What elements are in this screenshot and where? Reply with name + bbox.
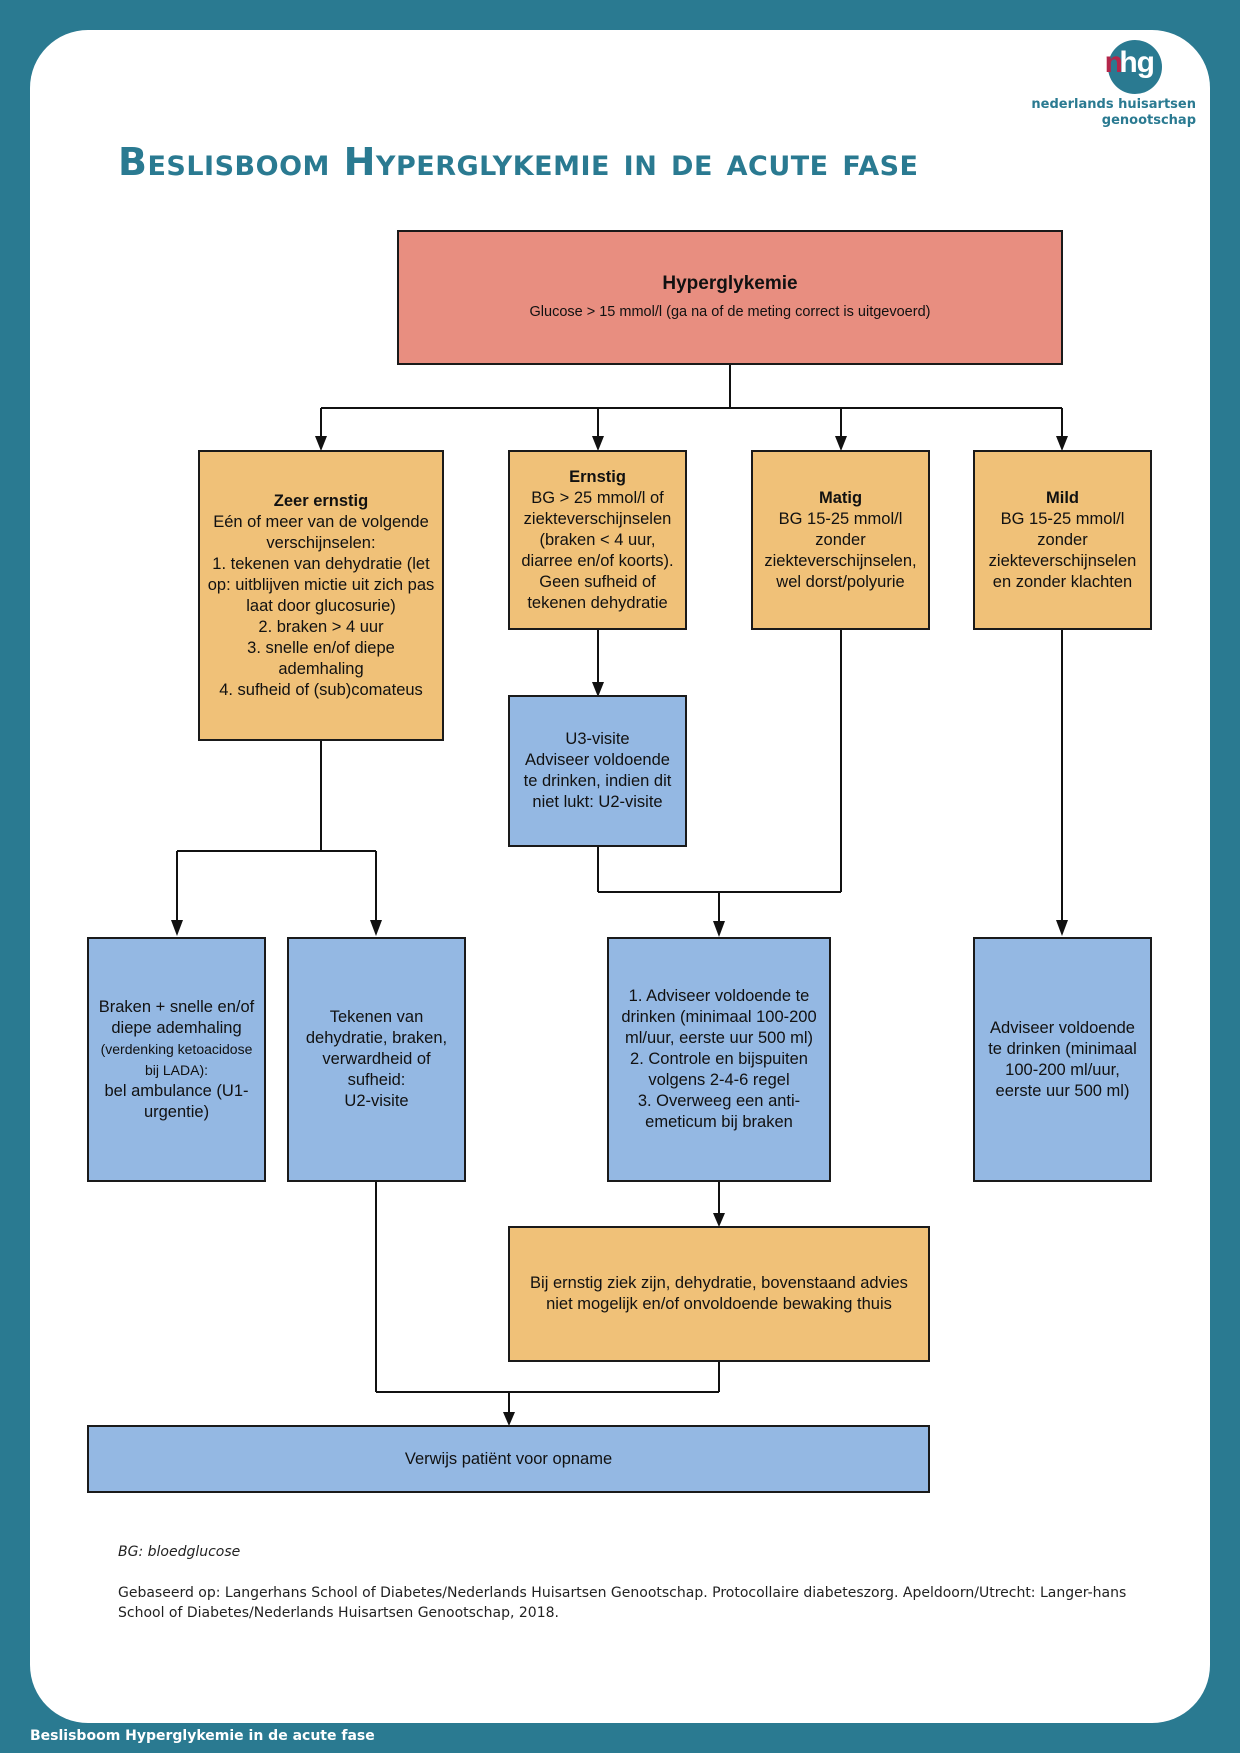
- logo-text: nederlands huisartsen genootschap: [1031, 97, 1196, 129]
- node-zeer-ernstig: Zeer ernstig Eén of meer van de volgende…: [198, 450, 444, 741]
- arrowhead: [1056, 436, 1068, 451]
- node-ernstig-ziek: Bij ernstig ziek zijn, dehydratie, boven…: [508, 1226, 930, 1362]
- node-note: (verdenking ketoacidose bij LADA):: [100, 1040, 253, 1078]
- arrowhead: [370, 920, 382, 936]
- logo-line-1: nederlands huisartsen: [1031, 97, 1196, 112]
- node-title: Matig: [818, 488, 863, 507]
- node-matig: Matig BG 15-25 mmol/l zonder ziekteversc…: [751, 450, 930, 630]
- logo-letters-hg: hg: [1119, 46, 1155, 79]
- footer-title: Beslisboom Hyperglykemie in de acute fas…: [30, 1728, 375, 1744]
- arrowhead: [592, 682, 604, 697]
- node-line: U2-visite: [344, 1092, 409, 1110]
- node-mild-advies: Adviseer voldoende te drinken (minimaal …: [973, 937, 1152, 1182]
- node-hyperglykemie: Hyperglykemie Glucose > 15 mmol/l (ga na…: [397, 230, 1063, 365]
- node-advies: 1. Adviseer voldoende te drinken (minima…: [607, 937, 831, 1182]
- node-line: 3. snelle en/of diepe ademhaling: [247, 638, 395, 678]
- node-title: Mild: [1046, 488, 1079, 507]
- arrowhead: [592, 436, 604, 451]
- node-line: 4. sufheid of (sub)comateus: [219, 680, 423, 699]
- node-text: BG > 25 mmol/l of ziekteverschijnselen (…: [521, 488, 674, 612]
- node-ambulance: Braken + snelle en/of diepe ademhaling (…: [87, 937, 266, 1182]
- arrowhead: [315, 436, 327, 451]
- node-u3-visite: U3-visite Adviseer voldoende te drinken,…: [508, 695, 687, 847]
- node-title: Zeer ernstig: [273, 491, 369, 510]
- node-text: Tekenen van dehydratie, braken, verwardh…: [305, 1008, 448, 1089]
- node-line: bel ambulance (U1-urgentie): [104, 1081, 249, 1121]
- node-line: 2. braken > 4 uur: [258, 617, 384, 636]
- page-title: Beslisboom Hyperglykemie in de acute fas…: [118, 140, 919, 184]
- node-title: Hyperglykemie: [662, 272, 798, 294]
- arrowhead: [1056, 920, 1068, 936]
- arrowhead: [713, 1213, 725, 1227]
- node-text: Adviseer voldoende te drinken, indien di…: [523, 751, 672, 811]
- arrowhead: [503, 1412, 515, 1426]
- arrowhead: [171, 920, 183, 936]
- node-text: Glucose > 15 mmol/l (ga na of de meting …: [529, 303, 931, 320]
- logo-letter-n: n: [1104, 46, 1123, 79]
- node-line: 1. tekenen van dehydratie (let op: uitbl…: [207, 554, 435, 615]
- node-line: 2. Controle en bijspuiten volgens 2-4-6 …: [630, 1050, 808, 1089]
- node-line: 1. Adviseer voldoende te drinken (minima…: [621, 987, 817, 1047]
- arrowhead: [713, 921, 725, 937]
- nhg-logo-icon: [1108, 40, 1162, 94]
- arrowhead: [835, 436, 847, 451]
- node-line: 3. Overweeg een anti-emeticum bij braken: [637, 1092, 801, 1131]
- node-line: Braken + snelle en/of diepe ademhaling: [98, 997, 255, 1037]
- node-line: U3-visite: [565, 730, 630, 748]
- footnote: BG: bloedglucose: [118, 1544, 241, 1560]
- node-text: Bij ernstig ziek zijn, dehydratie, boven…: [530, 1274, 908, 1313]
- node-text: BG 15-25 mmol/l zonder ziekteverschijnse…: [988, 509, 1137, 591]
- node-ernstig: Ernstig BG > 25 mmol/l of ziekteverschij…: [508, 450, 687, 630]
- node-text: BG 15-25 mmol/l zonder ziekteverschijnse…: [764, 509, 917, 591]
- node-opname: Verwijs patiënt voor opname: [87, 1425, 930, 1493]
- node-text: Verwijs patiënt voor opname: [404, 1449, 613, 1468]
- node-text: Adviseer voldoende te drinken (minimaal …: [988, 1018, 1137, 1100]
- node-line: Eén of meer van de volgende verschijnsel…: [213, 512, 429, 552]
- node-title: Ernstig: [569, 467, 626, 486]
- node-u2-visite: Tekenen van dehydratie, braken, verwardh…: [287, 937, 466, 1182]
- source-citation: Gebaseerd op: Langerhans School of Diabe…: [118, 1585, 1127, 1621]
- node-mild: Mild BG 15-25 mmol/l zonder ziekteversch…: [973, 450, 1152, 630]
- logo-line-2: genootschap: [1101, 113, 1196, 128]
